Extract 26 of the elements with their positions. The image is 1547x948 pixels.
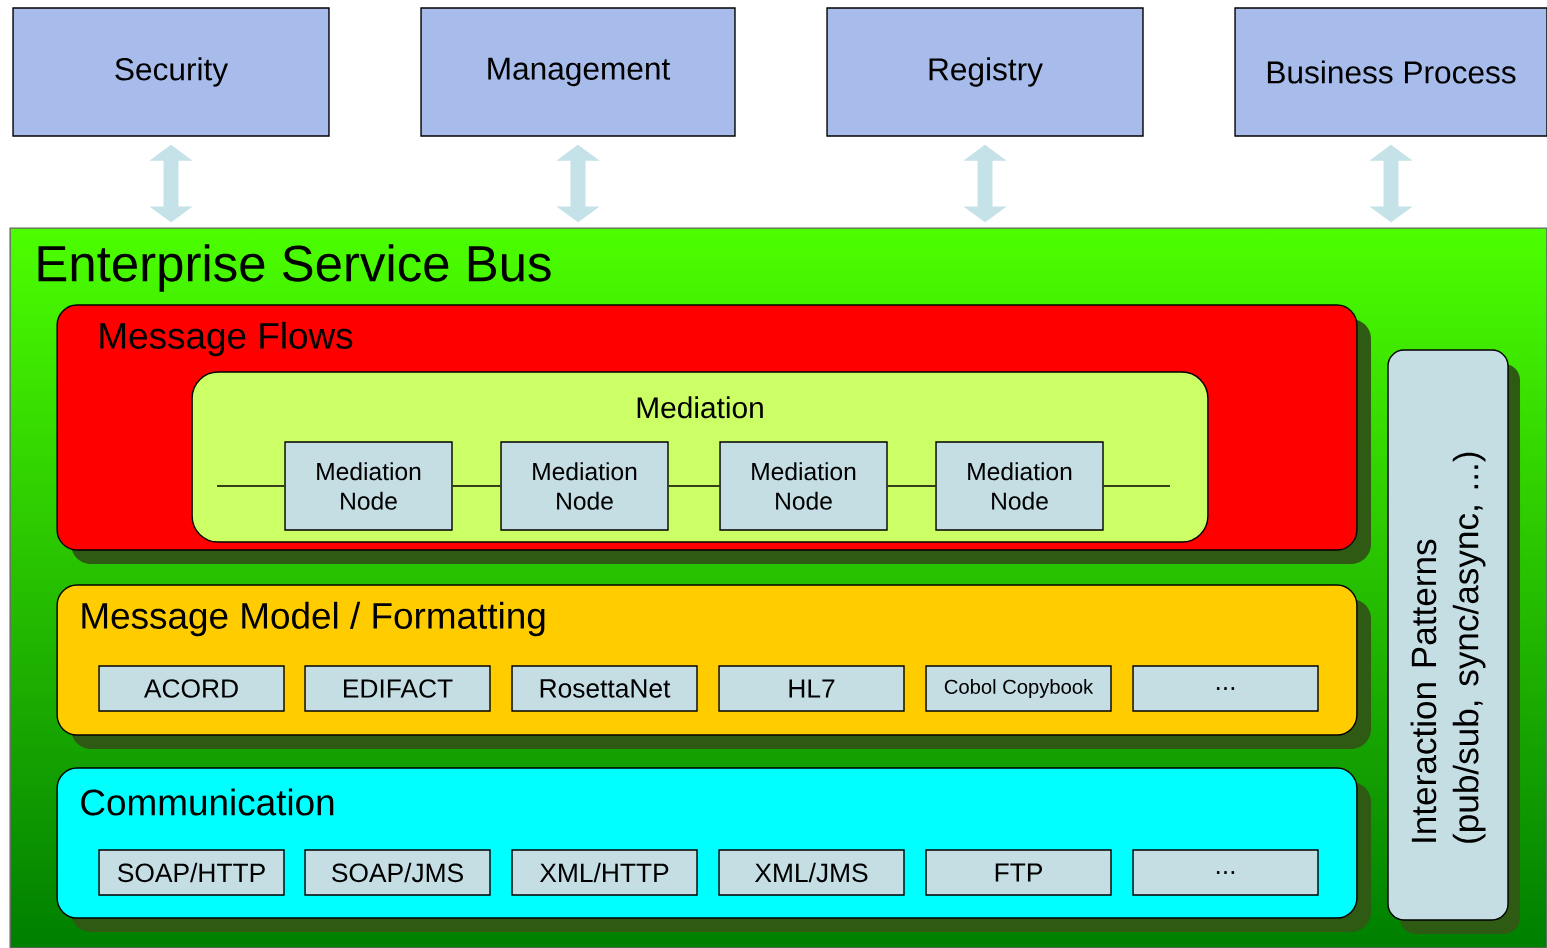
format-box: EDIFACT (304, 665, 491, 712)
mediation-node-box: Mediation Node (719, 441, 888, 531)
format-box: ACORD (98, 665, 285, 712)
protocol-box: FTP (925, 849, 1112, 896)
connector-line (216, 485, 286, 487)
protocol-box: XML/HTTP (511, 849, 698, 896)
protocol-box: SOAP/HTTP (98, 849, 285, 896)
patterns-bar: Interaction Patterns (pub/sub, sync/async, ...) (1387, 349, 1520, 934)
format-box: HL7 (718, 665, 905, 712)
service-box: Security (12, 7, 330, 137)
format-box: RosettaNet (511, 665, 698, 712)
service-box: Management (420, 7, 736, 137)
mediation-node-box: Mediation Node (935, 441, 1104, 531)
connector-line (668, 485, 721, 487)
format-box: Cobol Copybook (925, 665, 1112, 712)
service-box: Business Process (1234, 7, 1547, 137)
connector-line (1103, 485, 1171, 487)
protocol-box: ... (1132, 849, 1319, 896)
connector-line (452, 485, 502, 487)
protocol-box: SOAP/JMS (304, 849, 491, 896)
mediation-node-box: Mediation Node (284, 441, 453, 531)
format-box: ... (1132, 665, 1319, 712)
service-box: Registry (826, 7, 1144, 137)
protocol-box: XML/JMS (718, 849, 905, 896)
mediation-node-box: Mediation Node (500, 441, 669, 531)
connector-line (887, 485, 937, 487)
